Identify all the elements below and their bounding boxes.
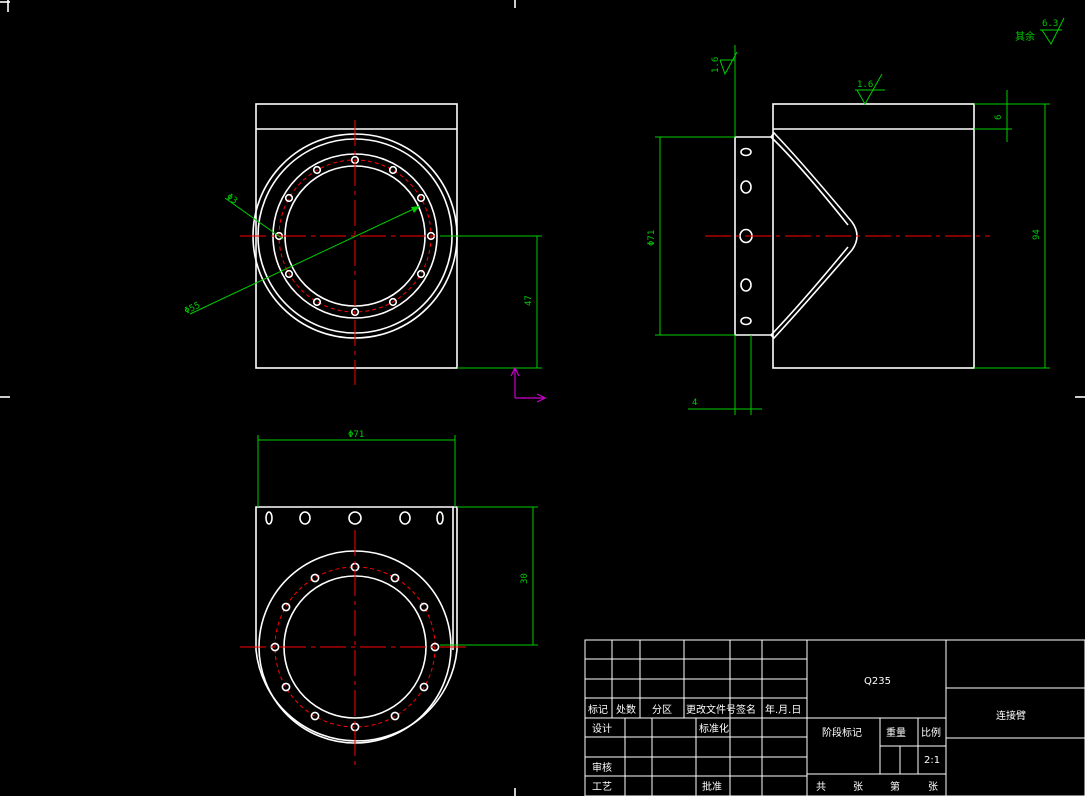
roughness-2: 1.6	[857, 80, 873, 90]
title-block: 标记 处数 分区 更改文件号 签名 年.月.日 设计 标准化 审核 工艺 批准 …	[584, 639, 1085, 796]
circle-dia-label: Φ55	[183, 301, 202, 317]
dia-71-side-label: Φ71	[647, 230, 657, 246]
bolt-holes-front	[274, 155, 436, 317]
tb-header-count: 处数	[616, 703, 636, 716]
tb-scale-value: 2:1	[924, 755, 940, 766]
ucs-icon	[510, 366, 547, 403]
bottom-slots	[265, 511, 444, 525]
tb-process: 工艺	[592, 781, 612, 793]
tb-sheet2: 张	[928, 781, 938, 793]
tb-review: 审核	[592, 761, 612, 774]
roughness-other-label: 其余	[1015, 30, 1035, 43]
tb-header-sign: 签名	[736, 703, 756, 716]
top-6-label: 6	[994, 115, 1004, 120]
thick-4-label: 4	[692, 398, 697, 408]
side-holes	[739, 147, 753, 326]
tb-approve: 批准	[702, 780, 722, 793]
tb-header-mark: 标记	[588, 704, 608, 716]
tb-sheets: 张	[853, 781, 863, 793]
tb-design: 设计	[592, 722, 612, 735]
hole-dia-label: Φ3	[224, 192, 239, 206]
height-94-label: 94	[1032, 229, 1042, 240]
tb-standard: 标准化	[699, 722, 729, 735]
height-47-label: 47	[524, 295, 534, 306]
tb-header-date: 年.月.日	[765, 703, 801, 716]
bottom-view: Φ71 30	[240, 430, 538, 765]
tb-scale: 比例	[921, 726, 941, 739]
side-view: Φ71 94 6 4 1.6 1.6 其余 6.3	[647, 17, 1065, 415]
roughness-other-value: 6.3	[1042, 19, 1058, 29]
tb-total: 共	[816, 781, 826, 793]
tb-weight: 重量	[886, 726, 906, 739]
dia-71-bottom-label: Φ71	[348, 430, 364, 440]
tb-header-change: 更改文件号	[686, 703, 736, 716]
height-30-label: 30	[520, 573, 530, 584]
roughness-1: 1.6	[711, 57, 721, 73]
tb-material: Q235	[864, 676, 891, 687]
tb-part-name: 连接臂	[996, 709, 1026, 722]
tb-stage-mark: 阶段标记	[822, 726, 862, 739]
tb-header-zone: 分区	[652, 704, 672, 716]
tb-page: 第	[890, 780, 900, 793]
front-view: Φ3 Φ55 47	[183, 103, 542, 385]
